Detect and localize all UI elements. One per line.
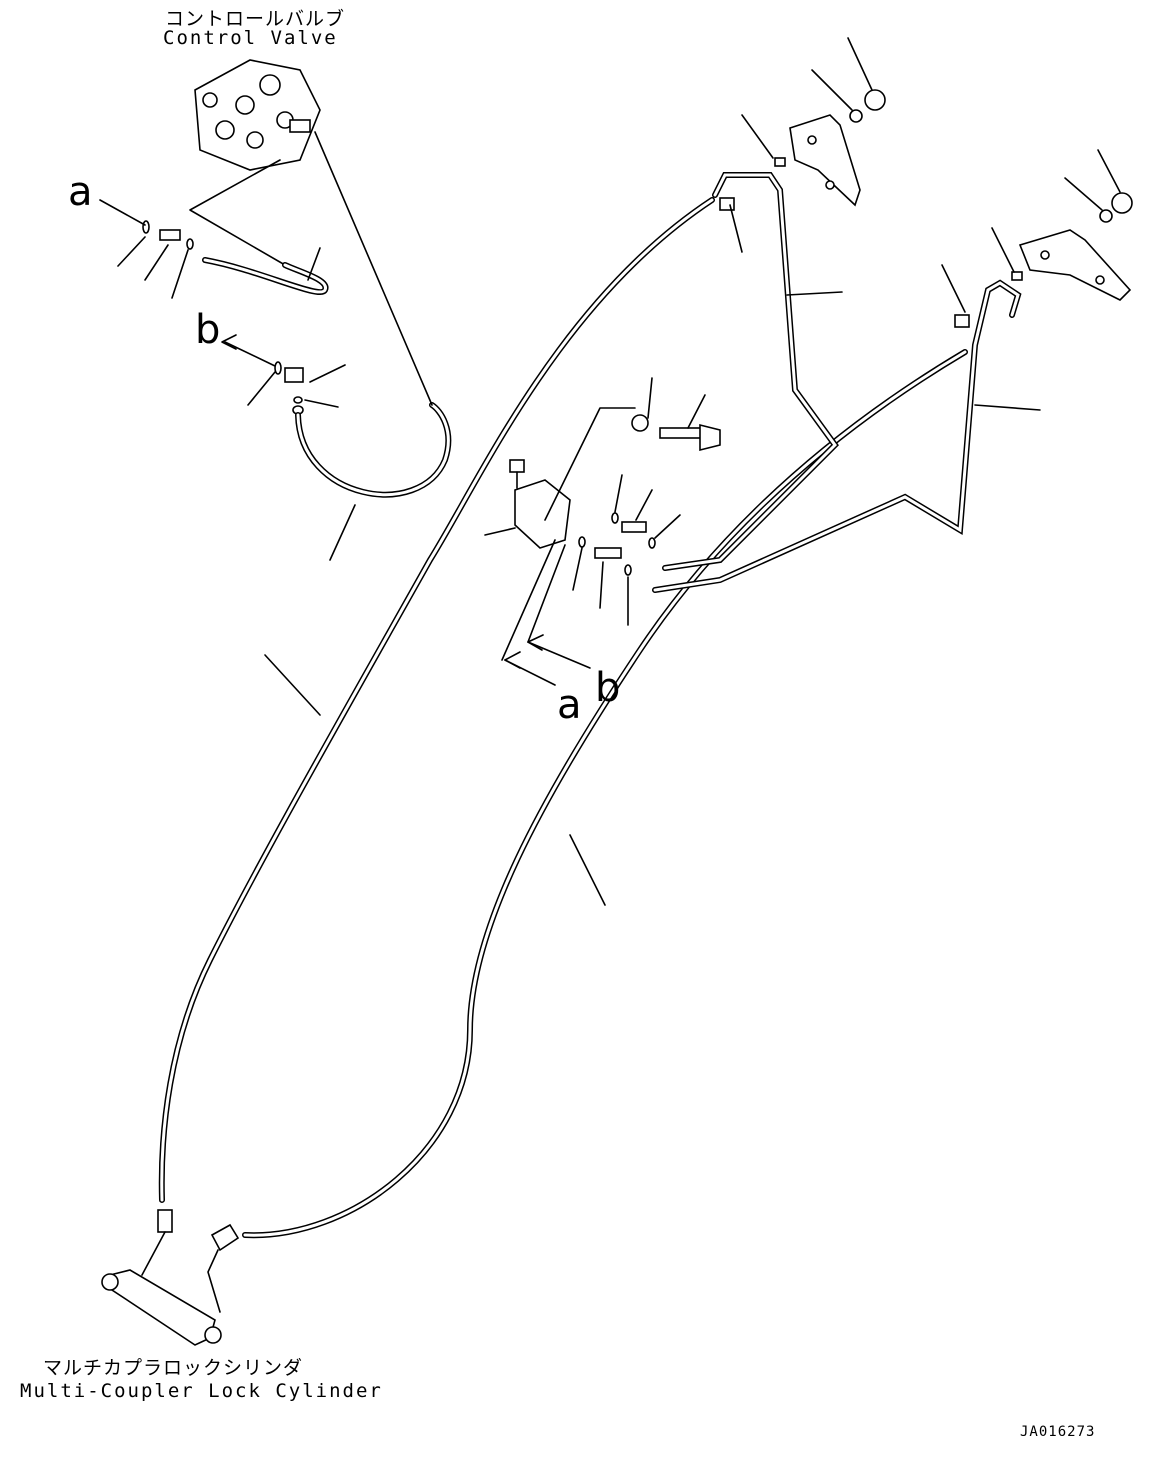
ref-b-center: b xyxy=(595,665,621,711)
short-hose-a xyxy=(99,159,329,299)
control-valve-label-jp: コントロールバルブ xyxy=(165,8,346,30)
center-valve-block xyxy=(484,377,721,686)
lock-cylinder xyxy=(101,1209,240,1346)
drawing-code: JA016273 xyxy=(1020,1424,1096,1440)
steel-tube-upper xyxy=(662,172,843,571)
ref-b-left: b xyxy=(195,307,221,353)
cylinder-label-en: Multi-Coupler Lock Cylinder xyxy=(20,1380,383,1402)
control-valve-label-en: Control Valve xyxy=(163,27,338,49)
bracket-1 xyxy=(741,37,886,207)
long-hose-left xyxy=(158,197,715,1203)
long-hose-right xyxy=(242,349,968,1239)
control-valve xyxy=(194,59,321,171)
steel-tube-right xyxy=(652,279,1041,593)
bracket-2 xyxy=(941,149,1133,313)
cylinder-label-jp: マルチカプラロックシリンダ xyxy=(43,1357,304,1379)
ref-a-top: a xyxy=(68,169,93,215)
ref-a-center: a xyxy=(557,682,582,728)
hose-b xyxy=(221,131,452,561)
